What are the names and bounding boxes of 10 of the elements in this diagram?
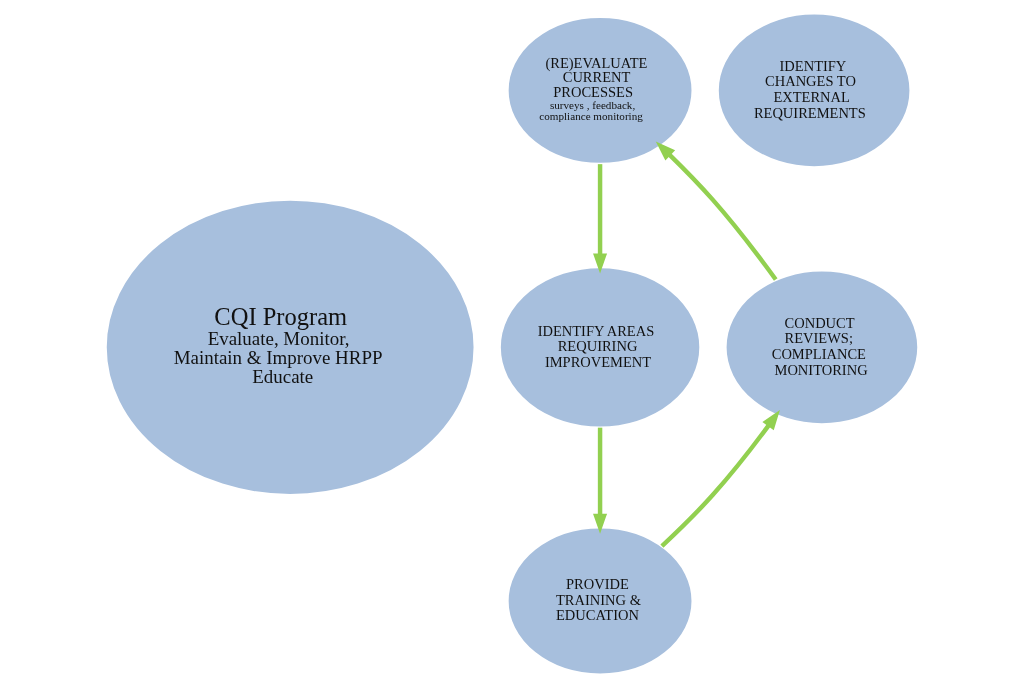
arrow <box>593 427 608 534</box>
node-ellipse: (RE)EVALUATE CURRENT PROCESSES surveys , feedback, compliance monitoring <box>506 15 694 165</box>
node-ellipse: IDENTIFY CHANGES TO EXTERNAL REQUIREMENTS <box>716 11 912 168</box>
node-ellipse: CONDUCT REVIEWS; COMPLIANCE MONITORING <box>724 268 920 425</box>
node-ellipse: CQI Program Evaluate, Monitor, Maintain & Improve HRPP Educate <box>104 198 476 496</box>
arrow <box>655 140 778 281</box>
node-ellipse: PROVIDE TRAINING & EDUCATION <box>506 525 694 676</box>
node-ellipse: IDENTIFY AREAS REQUIRING IMPROVEMENT <box>498 265 702 429</box>
arrow <box>593 163 608 274</box>
arrow <box>660 409 780 548</box>
